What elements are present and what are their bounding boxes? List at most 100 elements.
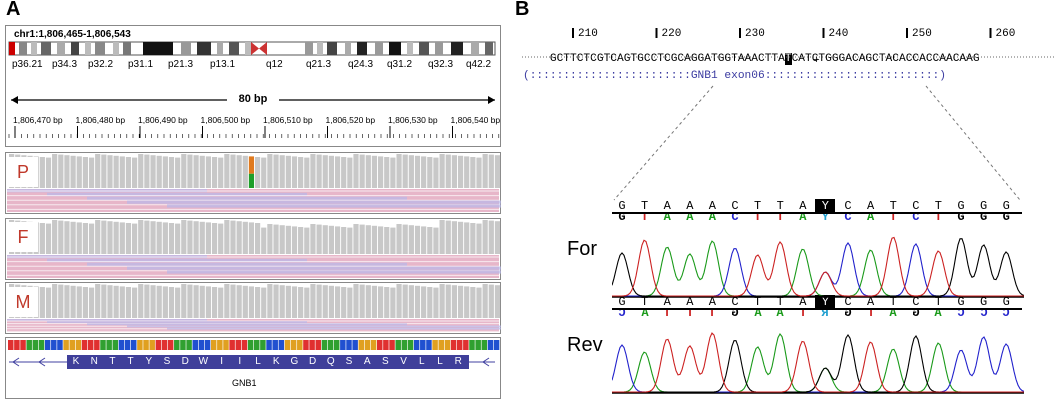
coverage-bar [267,284,273,318]
coverage-bar [236,221,242,254]
coverage-bar [52,284,58,318]
base-color [69,340,75,350]
band-label: q32.3 [428,59,454,70]
coverage-bar [113,285,119,318]
base-color [63,340,69,350]
coverage-bar [211,223,218,254]
coverage-bar [175,287,181,318]
base-call: T [640,210,649,224]
base-color [260,340,266,350]
coverage-bar [76,156,82,188]
base-call: T [640,199,649,213]
base-color [413,340,420,350]
coverage-bar [39,287,45,318]
coverage-bar [156,221,162,254]
ideogram-band [217,42,223,55]
coverage-bar [156,285,162,318]
seq-right: CATCTGGGACAGCTACACCACCAACAAG [791,53,980,65]
forward-chromatogram[interactable] [612,222,1024,298]
base-color [333,340,340,350]
base-color [217,340,223,350]
base-color [247,340,254,350]
band-label: q31.2 [387,59,413,70]
coverage-bar [125,287,132,318]
coverage-bar [353,284,359,318]
coverage-bar [267,154,273,188]
coverage-bar [119,222,125,254]
ruler-tick [739,28,741,38]
coverage-bar [359,154,365,188]
coverage-bar [341,157,347,188]
variant-allele-bottom [248,173,255,188]
span-arrow [11,92,495,108]
amino-acid: I [238,356,242,367]
base-color [241,340,248,350]
coverage-bar [52,154,58,188]
base-color [407,340,414,350]
amino-acid: Q [326,356,335,367]
amino-acid: K [72,356,80,367]
base-color [297,340,303,350]
coverage-bar [310,154,316,188]
base-call: T [776,210,784,224]
coverage-bar [82,287,88,318]
coverage-bar [255,287,261,318]
ruler-tick [655,28,658,38]
coverage-bar [451,221,457,254]
coverage-bar [476,287,482,318]
coverage-bar [427,157,433,188]
coverage-bar [58,220,64,254]
coverage-bar [378,286,384,318]
variant-allele-top [248,156,255,174]
coverage-bar [304,157,310,188]
coverage-bar [70,285,76,318]
base-call: C [912,295,920,309]
base-color [340,340,346,350]
coverage-tracks[interactable] [5,152,501,336]
coverage-bar [384,287,390,318]
coverage-bar [150,285,156,318]
coverage-bar [298,287,304,318]
base-color [167,340,174,350]
coverage-bar [248,222,255,254]
reverse-chromatogram[interactable] [612,318,1024,394]
base-call: A [799,210,807,224]
base-call: A [686,210,694,224]
base-call: T [753,210,762,224]
coverage-bar [390,157,396,188]
read-stripe [167,327,501,330]
base-call: Y [821,210,829,224]
band-label: p13.1 [210,59,236,70]
coverage-bar [273,154,279,188]
coverage-bar [285,155,291,188]
coverage-bar [162,222,168,254]
coverage-bar [451,285,457,318]
base-color [254,340,260,350]
ruler-tick [906,28,908,38]
base-call: T [889,199,897,213]
base-call: G [957,295,965,309]
coverage-bar [132,157,138,188]
base-color [487,340,494,350]
forward-label: For [567,238,597,260]
tick-label: 1,806,500 bp [200,115,251,125]
ideogram-band [375,42,383,55]
coverage-bar [285,225,291,254]
coverage-bar [175,223,181,254]
base-color [180,340,186,350]
base-color [57,340,63,350]
coverage-bar [193,155,199,188]
coverage-bar [76,286,82,318]
coverage-bar [261,287,267,318]
ruler-ticks [8,126,500,138]
base-color [426,340,432,350]
base-call: C [844,210,852,224]
coverage-bar [371,225,378,254]
base-call: G [618,210,626,224]
read-stripe [167,270,501,274]
base-color [290,340,297,350]
track-label-f: F [8,222,38,252]
coverage-bar [88,157,95,188]
base-color [450,340,457,350]
chromosome-ideogram[interactable] [5,38,501,58]
